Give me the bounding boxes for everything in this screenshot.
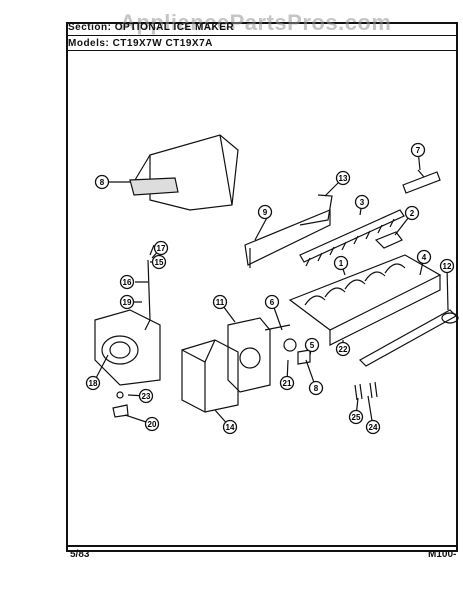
callout-number: 22 [339,345,348,354]
callout-number: 15 [155,258,164,267]
section-label: Section: [68,22,112,33]
callout-1: 1 [333,255,349,271]
models-label: Models: [68,38,110,49]
callout-8: 8 [308,380,324,396]
callout-22: 22 [335,341,351,357]
models-value: CT19X7W CT19X7A [112,38,213,49]
clip-drawing [374,231,403,249]
callout-number: 16 [123,278,132,287]
callout-16: 16 [119,274,135,290]
callout-4: 4 [416,249,432,265]
callout-13: 13 [335,170,351,186]
callout-19: 19 [119,294,135,310]
callout-number: 8 [314,384,319,393]
callout-number: 14 [226,423,235,432]
callout-number: 2 [410,209,415,218]
callout-number: 8 [100,178,105,187]
callout-8: 8 [94,174,110,190]
callout-number: 18 [89,379,98,388]
callout-5: 5 [304,337,320,353]
callout-number: 17 [157,244,166,253]
callout-12: 12 [439,258,455,274]
callout-number: 3 [360,198,365,207]
callout-number: 23 [142,392,151,401]
callout-number: 11 [216,298,225,307]
callout-25: 25 [348,409,364,425]
callout-number: 21 [283,379,292,388]
ejector-drawing [299,209,405,267]
fitting-20-drawing [112,404,129,418]
callout-number: 25 [352,413,361,422]
callout-18: 18 [85,375,101,391]
callout-number: 4 [422,253,427,262]
callout-number: 24 [369,423,378,432]
callout-24: 24 [365,419,381,435]
callout-3: 3 [354,194,370,210]
callout-9: 9 [257,204,273,220]
page-border [66,22,458,552]
fitting-23-drawing [116,391,124,399]
screws-drawing [354,381,378,401]
callout-number: 13 [339,174,348,183]
callout-number: 1 [339,259,344,268]
watermark: AppliancePartsPros.com [120,10,392,35]
callout-7: 7 [410,142,426,158]
mold-drawing [288,254,442,346]
footer-page-code: M100- [428,549,457,560]
models-header: Models: CT19X7W CT19X7A [68,38,213,49]
callout-number: 5 [310,341,315,350]
callout-15: 15 [151,254,167,270]
footer-date: 5/83 [70,549,90,560]
heater-drawing [359,309,459,367]
cover-drawing [181,339,239,413]
callout-17: 17 [153,240,169,256]
fill-cup-drawing [129,134,239,211]
section-value: OPTIONAL ICE MAKER [114,22,235,33]
callout-6: 6 [264,294,280,310]
gear-drawing [283,338,297,352]
section-header: Section: OPTIONAL ICE MAKER [68,22,234,33]
callout-11: 11 [212,294,228,310]
control-housing-drawing [227,317,291,393]
callout-21: 21 [279,375,295,391]
callout-23: 23 [138,388,154,404]
callout-number: 12 [443,262,452,271]
callout-number: 6 [270,298,275,307]
callout-number: 20 [148,420,157,429]
stripper-drawing [244,209,331,268]
tube-drawing [402,169,441,194]
callout-14: 14 [222,419,238,435]
callout-2: 2 [404,205,420,221]
water-valve-drawing [94,244,161,386]
header-divider-2 [66,50,458,51]
callout-number: 7 [416,146,421,155]
footer-divider [66,545,458,547]
callout-20: 20 [144,416,160,432]
callout-number: 19 [123,298,132,307]
header-divider [66,35,458,36]
callout-number: 9 [263,208,268,217]
switch-drawing [297,349,311,365]
